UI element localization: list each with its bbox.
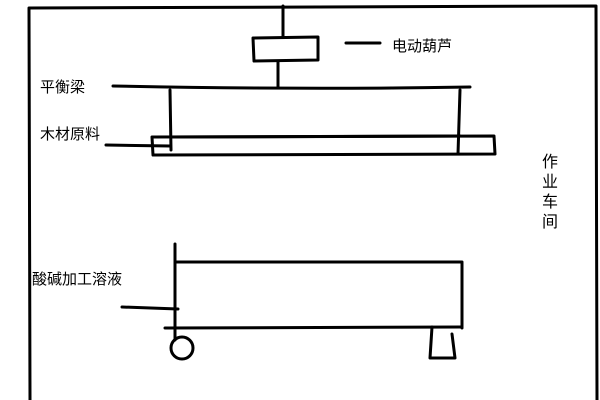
workshop-label: 作业车间 [541, 152, 558, 231]
acid-alkali-solution-label: 酸碱加工溶液 [32, 270, 123, 288]
wood-material-label: 木材原料 [40, 125, 101, 143]
acid-alkali-tank [120, 242, 464, 361]
hoist-label: 电动葫芦 [392, 37, 453, 55]
balance-beam [111, 84, 472, 156]
workshop-border [27, 4, 599, 400]
balance-beam-label: 平衡梁 [40, 78, 86, 96]
wood-material [104, 134, 497, 157]
electric-hoist [251, 4, 382, 90]
